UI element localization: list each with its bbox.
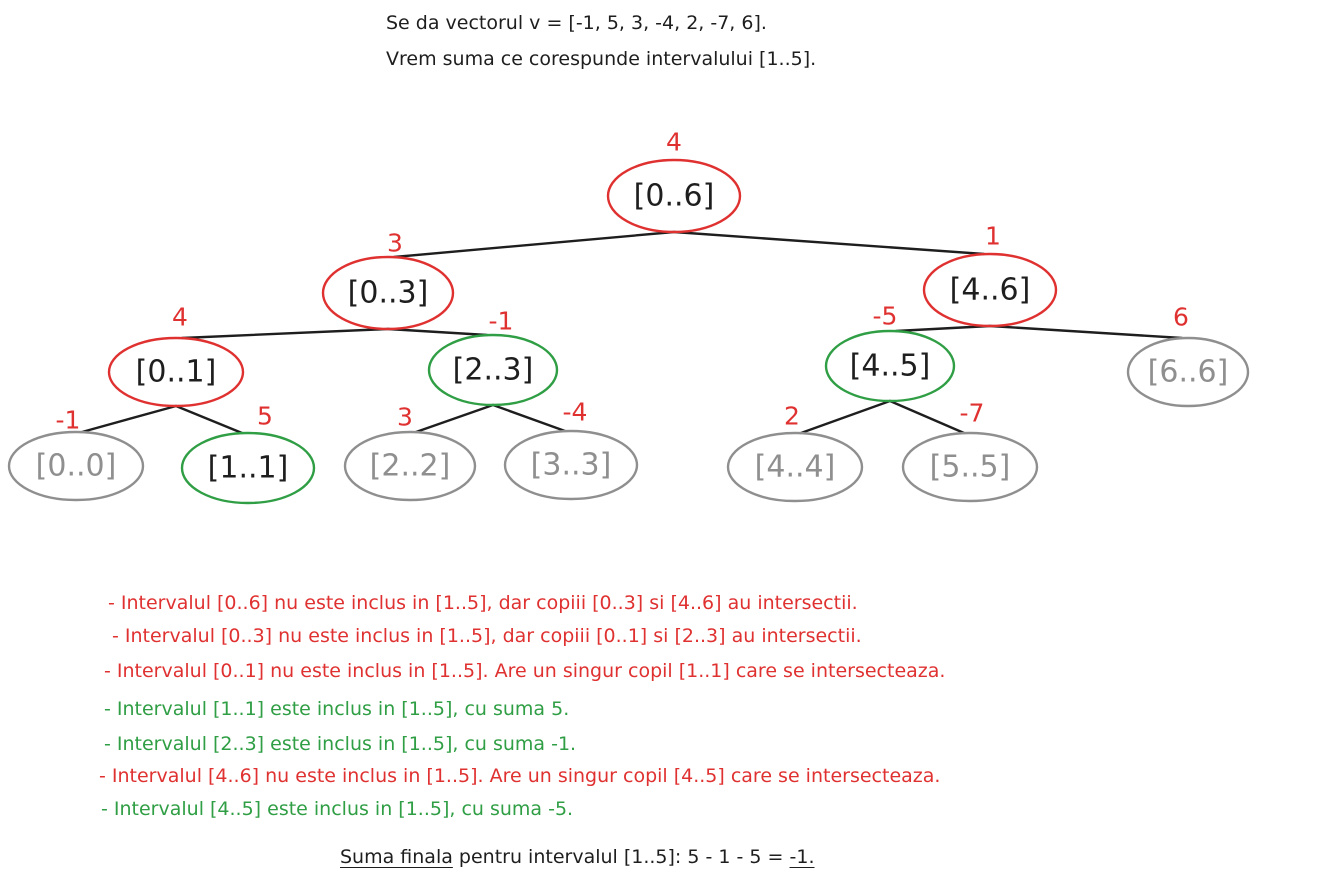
node-interval-label: [4..6] [950, 273, 1031, 308]
node-interval-label: [4..4] [755, 450, 836, 485]
tree-node-n06: [0..6] 4 [606, 128, 742, 234]
tree-node-n33: [3..3] -4 [503, 398, 639, 501]
final-sum-result: -1. [789, 846, 815, 868]
tree-node-n55: [5..5] -7 [901, 399, 1039, 503]
node-sum-label: -1 [489, 307, 514, 336]
tree-node-n11: [1..1] 5 [180, 402, 316, 505]
node-sum-label: 2 [784, 402, 800, 431]
node-ellipse [901, 431, 1039, 503]
node-ellipse [606, 158, 742, 234]
node-sum-label: -4 [563, 398, 588, 427]
tree-nodes: [0..6] 4 [0..3] 3 [4..6] 1 [0..1] 4 [2..3] -1 [4..… [7, 128, 1250, 505]
node-sum-label: 3 [387, 229, 403, 258]
final-sum-line: Suma finala pentru intervalul [1..5]: 5 … [340, 846, 815, 868]
tree-node-n44: [4..4] 2 [726, 402, 864, 503]
tree-node-n03: [0..3] 3 [321, 229, 455, 331]
edge-n23-n22 [414, 403, 495, 434]
node-interval-label: [0..3] [348, 276, 429, 311]
tree-node-n01: [0..1] 4 [107, 303, 245, 408]
node-sum-label: 4 [666, 128, 682, 157]
edge-n45-n55 [888, 399, 966, 435]
edge-n46-n45 [894, 324, 992, 333]
final-sum-text: pentru intervalul [1..5]: 5 - 1 - 5 = [452, 846, 790, 868]
edge-n03-n01 [180, 327, 390, 340]
explanation-line-1: - Intervalul [0..6] nu este inclus in [1… [108, 592, 858, 614]
tree-node-n00: [0..0] -1 [7, 406, 145, 502]
node-interval-label: [6..6] [1148, 355, 1229, 390]
node-ellipse [726, 431, 864, 503]
tree-edges [80, 230, 1184, 435]
edge-n01-n00 [80, 404, 178, 434]
tree-node-n23: [2..3] -1 [427, 307, 559, 407]
node-interval-label: [0..6] [634, 179, 715, 214]
edge-n06-n03 [392, 230, 676, 259]
node-interval-label: [2..3] [453, 353, 534, 388]
node-sum-label: -5 [873, 302, 898, 331]
node-ellipse [922, 252, 1058, 328]
tree-node-n46: [4..6] 1 [922, 222, 1058, 328]
edge-n46-n66 [988, 324, 1184, 340]
explanation-line-5: - Intervalul [2..3] este inclus in [1..5… [104, 733, 577, 755]
node-sum-label: 3 [397, 403, 413, 432]
intro-line-1: Se da vectorul v = [-1, 5, 3, -4, 2, -7,… [386, 12, 767, 34]
node-sum-label: 4 [172, 303, 188, 332]
node-sum-label: 5 [257, 402, 273, 431]
node-sum-label: -7 [960, 399, 985, 428]
node-ellipse [321, 255, 455, 331]
node-sum-label: 6 [1173, 303, 1189, 332]
node-interval-label: [0..0] [36, 449, 117, 484]
explanation-line-3: - Intervalul [0..1] nu este inclus in [1… [104, 660, 946, 682]
node-interval-label: [3..3] [531, 448, 612, 483]
node-ellipse [503, 429, 639, 501]
explanation-line-4: - Intervalul [1..1] este inclus in [1..5… [104, 698, 570, 720]
explanation-line-2: - Intervalul [0..3] nu este inclus in [1… [112, 625, 862, 647]
node-ellipse [107, 336, 245, 408]
node-interval-label: [2..2] [370, 449, 451, 484]
node-ellipse [343, 430, 477, 502]
node-ellipse [427, 333, 559, 407]
edge-n03-n23 [386, 327, 489, 337]
final-sum-label: Suma finala [340, 846, 453, 868]
tree-node-n66: [6..6] 6 [1126, 303, 1250, 408]
edge-n45-n44 [799, 399, 892, 435]
node-interval-label: [5..5] [930, 450, 1011, 485]
tree-node-n45: [4..5] -5 [824, 302, 956, 403]
edge-n23-n33 [491, 403, 567, 433]
tree-node-n22: [2..2] 3 [343, 403, 477, 502]
explanation-line-6: - Intervalul [4..6] nu este inclus in [1… [99, 765, 941, 787]
node-interval-label: [1..1] [208, 451, 289, 486]
segment-tree-diagram: [0..6] 4 [0..3] 3 [4..6] 1 [0..1] 4 [2..3] -1 [4..… [7, 128, 1250, 505]
edge-n06-n46 [672, 230, 986, 256]
node-ellipse [7, 430, 145, 502]
node-ellipse [180, 431, 316, 505]
node-ellipse [1126, 336, 1250, 408]
node-interval-label: [4..5] [850, 349, 931, 384]
node-sum-label: -1 [56, 406, 81, 435]
node-interval-label: [0..1] [136, 355, 217, 390]
explanation-line-7: - Intervalul [4..5] este inclus in [1..5… [101, 798, 574, 820]
edge-n01-n11 [174, 404, 244, 435]
node-ellipse [824, 329, 956, 403]
intro-line-2: Vrem suma ce corespunde intervalului [1.… [386, 48, 817, 70]
node-sum-label: 1 [985, 222, 1001, 251]
